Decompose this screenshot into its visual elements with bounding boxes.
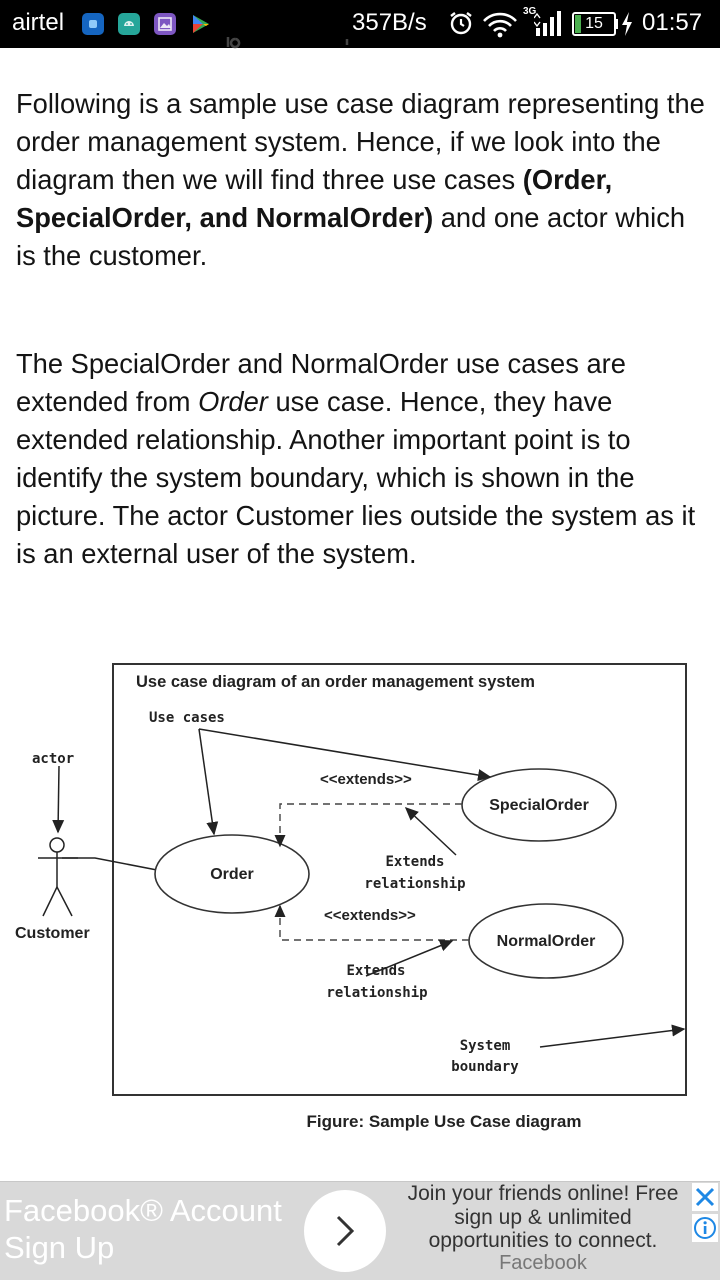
ad-open-button[interactable] (304, 1190, 386, 1272)
battery-level: 15 (585, 15, 603, 32)
carrier-name: airtel (12, 9, 65, 36)
close-icon[interactable] (692, 1183, 718, 1211)
signal-icon (533, 10, 564, 42)
use-cases-label: Use cases (149, 710, 225, 726)
extends-label-1: <<extends>> (320, 771, 412, 788)
figure-caption: Figure: Sample Use Case diagram (307, 1112, 582, 1131)
previous-line-cutoff (16, 36, 706, 50)
use-case-order-label: Order (210, 866, 254, 883)
ad-title[interactable]: Facebook® Account Sign Up (4, 1193, 282, 1265)
clock: 01:57 (642, 9, 703, 36)
use-case-normal-order (468, 903, 624, 979)
article-paragraph-1: Following is a sample use case diagram r… (16, 85, 710, 275)
gallery-icon (154, 13, 176, 35)
ad-banner[interactable]: Facebook® Account Sign Up Join your frie… (0, 1181, 720, 1280)
actor-name: Customer (15, 925, 90, 942)
extends-relationship-1-line2: relationship (364, 876, 465, 892)
info-icon[interactable] (692, 1214, 718, 1242)
android-icon (118, 13, 140, 35)
charging-icon (620, 11, 634, 41)
system-boundary-line1: System (460, 1038, 511, 1054)
use-case-normal-order-label: NormalOrder (497, 933, 596, 950)
extends-relationship-2-line2: relationship (326, 985, 427, 1001)
chevron-right-icon (336, 1215, 355, 1247)
extends-relationship-1-line1: Extends (385, 854, 444, 870)
use-case-special-order (461, 768, 617, 842)
ad-body-text[interactable]: Join your friends online! Free sign up &… (407, 1182, 679, 1252)
use-case-order (154, 834, 310, 914)
network-speed: 357B/s (352, 9, 427, 36)
extends-relationship-2-line1: Extends (346, 963, 405, 979)
article-paragraph-2: The SpecialOrder and NormalOrder use cas… (16, 345, 710, 573)
extends-label-2: <<extends>> (324, 907, 416, 924)
paragraph-2-text: The SpecialOrder and NormalOrder use cas… (16, 348, 626, 417)
battery-fill (575, 15, 581, 33)
paragraph-2-text-end: use case. Hence, they have extended rela… (16, 386, 696, 569)
status-bar: airtel 357B/s 3G 15 01:57 (0, 0, 720, 48)
ad-brand[interactable]: Facebook (499, 1252, 587, 1274)
system-boundary-box (112, 663, 687, 1096)
customer-actor-figure (38, 837, 78, 917)
system-boundary-line2: boundary (451, 1059, 519, 1075)
diagram-title: Use case diagram of an order management … (136, 673, 535, 691)
wifi-icon (480, 9, 520, 43)
use-case-special-order-label: SpecialOrder (489, 797, 589, 814)
paragraph-1-text: Following is a sample use case diagram r… (16, 88, 705, 195)
play-store-icon (190, 13, 212, 35)
alarm-icon (448, 10, 474, 40)
network-type: 3G (523, 6, 537, 17)
use-case-list: (Order, SpecialOrder, and NormalOrder) (16, 164, 613, 233)
app-notification-icon (82, 13, 104, 35)
battery-terminal (615, 19, 618, 29)
actor-label: actor (32, 751, 74, 767)
battery-icon: 15 (572, 12, 616, 36)
paragraph-1-text-end: and one actor which is the customer. (16, 202, 686, 271)
order-emphasis: Order (198, 386, 268, 417)
use-case-diagram: Use case diagram of an order management … (0, 650, 720, 1150)
